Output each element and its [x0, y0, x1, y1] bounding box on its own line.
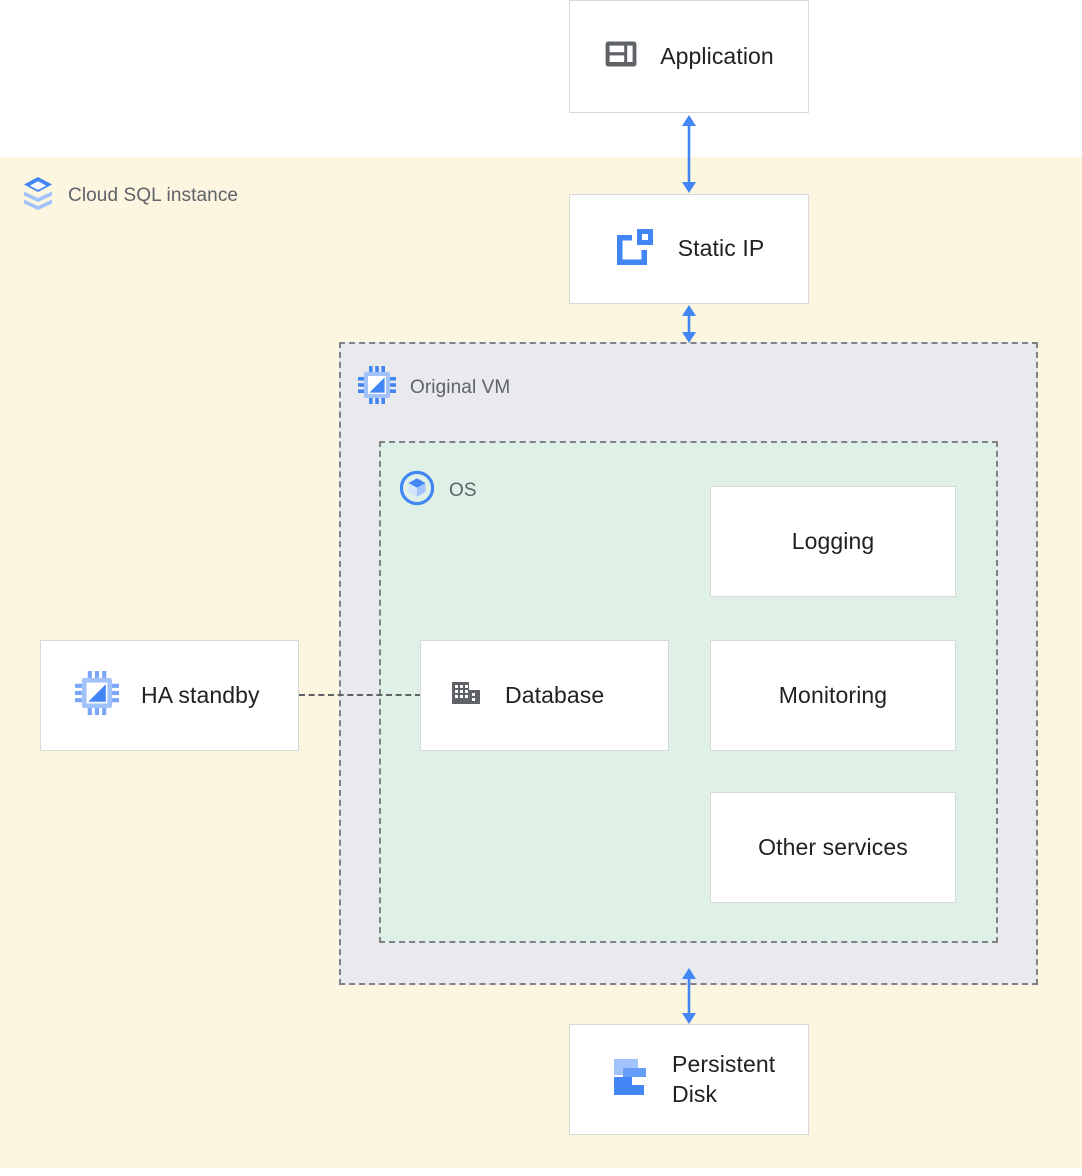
node-label-other-services: Other services [758, 833, 908, 860]
connector-application-to-static-ip [682, 115, 696, 193]
region-header-original-vm: Original VM [358, 366, 510, 409]
node-monitoring[interactable]: Monitoring [710, 640, 956, 751]
persistent-disk-icon [612, 1056, 652, 1103]
node-application[interactable]: Application [569, 0, 809, 113]
region-label-os: OS [449, 479, 477, 501]
region-label-original-vm: Original VM [410, 376, 511, 398]
vm-chip-icon [358, 366, 396, 409]
node-label-logging: Logging [791, 527, 875, 554]
node-label-database: Database [505, 681, 605, 708]
application-window-icon [604, 37, 638, 76]
region-header-cloud-sql-instance: Cloud SQL instance [22, 176, 238, 215]
node-other-services[interactable]: Other services [710, 792, 956, 903]
node-persistent-disk[interactable]: Persistent Disk [569, 1024, 809, 1135]
connector-static-ip-to-vm [682, 305, 696, 343]
node-ha-standby[interactable]: HA standby [40, 640, 299, 751]
node-database[interactable]: Database [420, 640, 669, 751]
node-label-monitoring: Monitoring [778, 681, 888, 708]
node-label-persistent-disk: Persistent Disk [672, 1051, 776, 1107]
region-header-os: OS [399, 470, 477, 511]
node-static-ip[interactable]: Static IP [569, 194, 809, 304]
node-label-application: Application [660, 42, 774, 69]
region-label-cloud-sql-instance: Cloud SQL instance [68, 184, 239, 206]
chip-standby-icon [75, 671, 119, 720]
os-icon [399, 470, 435, 511]
connector-ha-standby-to-database [299, 694, 421, 696]
node-label-static-ip: Static IP [677, 235, 765, 262]
cloud-sql-icon [22, 176, 54, 215]
node-logging[interactable]: Logging [710, 486, 956, 597]
node-label-ha-standby: HA standby [141, 681, 260, 708]
connector-vm-to-persistent-disk [682, 968, 696, 1024]
static-ip-icon [614, 226, 656, 273]
database-building-icon [449, 676, 483, 715]
